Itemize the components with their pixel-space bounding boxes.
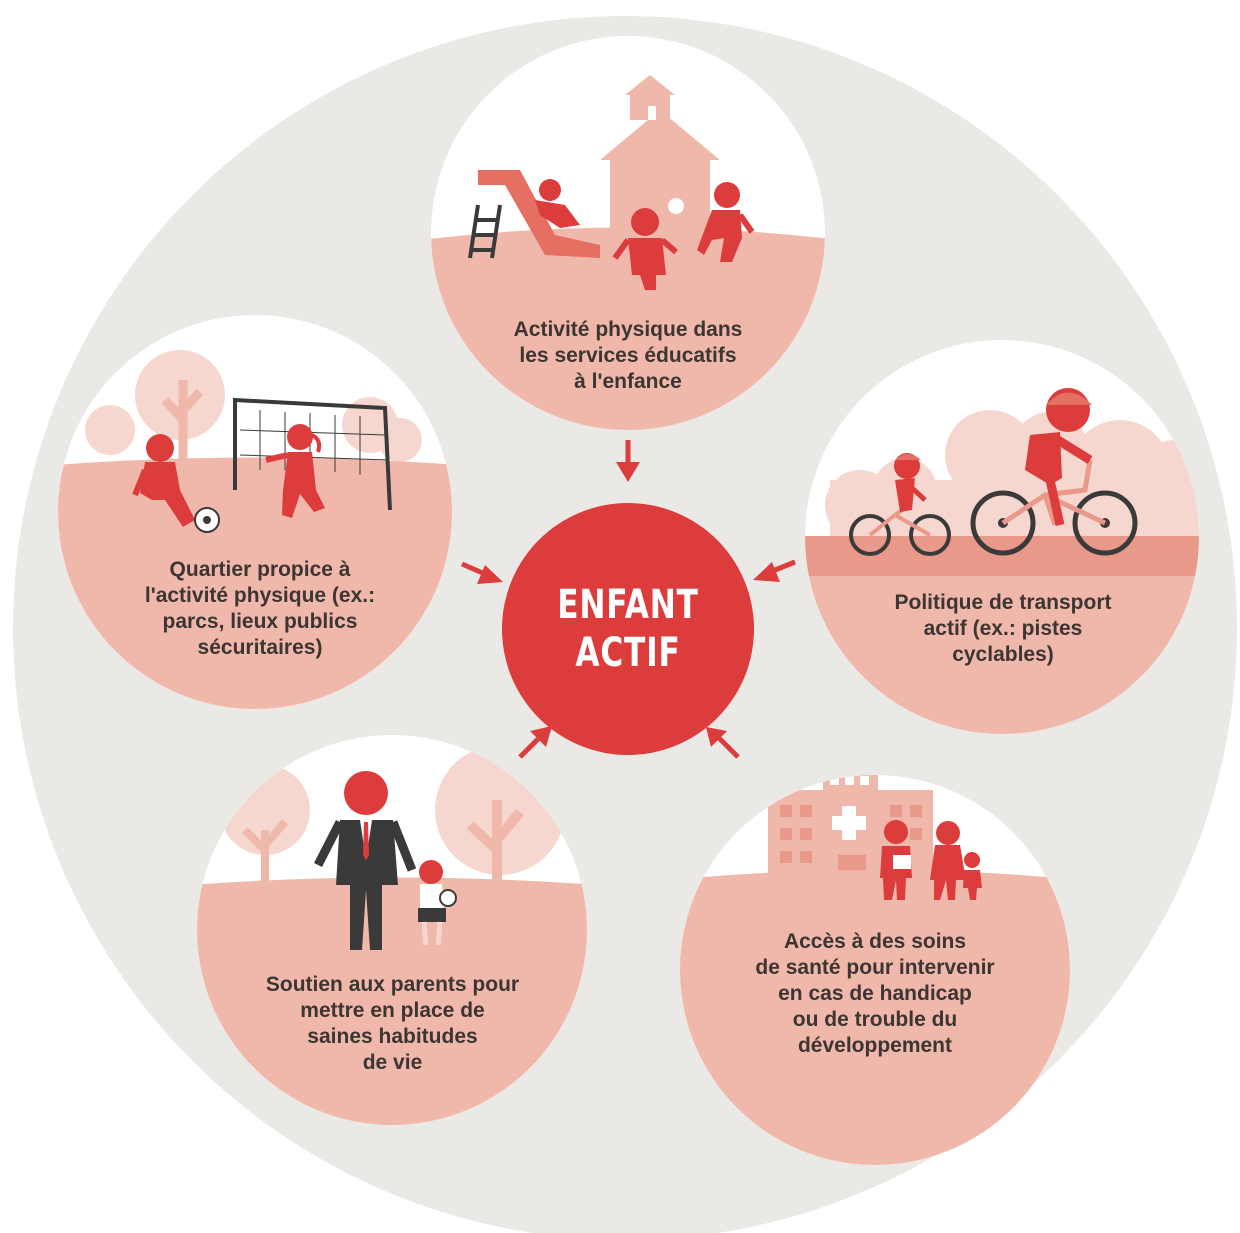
arrow-from-left — [461, 561, 503, 584]
label-line: l'activité physique (ex.: — [144, 584, 376, 607]
label-line: en cas de handicap — [778, 982, 972, 1005]
center-circle — [502, 503, 754, 755]
center-title-line-1: ENFANT — [557, 582, 699, 628]
arrow-from-right — [753, 559, 796, 582]
label-neighbourhood: Quartier propice à l'activité physique (… — [95, 557, 425, 661]
factor-circle-health-access — [680, 775, 1070, 1165]
family-figures-icon — [880, 820, 982, 900]
label-line: ou de trouble du — [792, 1008, 958, 1031]
arrow-from-bottom-left — [518, 726, 552, 759]
label-line: mettre en place de — [300, 999, 485, 1022]
arrow-from-top — [616, 440, 640, 482]
parent-child-icon — [313, 771, 457, 950]
children-soccer-icon — [132, 424, 325, 533]
ground — [431, 227, 825, 430]
label-transport-policy: Politique de transport actif (ex.: piste… — [843, 590, 1163, 668]
factor-circle-neighbourhood — [58, 315, 452, 709]
label-line: développement — [797, 1034, 953, 1057]
label-line: cyclables) — [952, 643, 1054, 666]
factor-circle-educational-services — [431, 36, 825, 430]
label-line: parcs, lieux publics — [162, 610, 358, 633]
label-line: Politique de transport — [894, 591, 1112, 614]
center-title-line-2: ACTIF — [575, 630, 681, 676]
label-line: les services éducatifs — [519, 344, 737, 367]
ground — [197, 877, 587, 1125]
ground — [58, 457, 452, 709]
adult-cyclist-icon — [970, 388, 1138, 556]
label-line: à l'enfance — [574, 370, 682, 393]
label-line: de vie — [362, 1051, 423, 1074]
label-line: actif (ex.: pistes — [923, 617, 1083, 640]
children-playing-icon — [535, 179, 755, 290]
label-educational-services: Activité physique dans les services éduc… — [468, 317, 788, 395]
label-health-access: Accès à des soins de santé pour interven… — [710, 929, 1040, 1059]
child-cyclist-icon — [849, 453, 951, 556]
center-title: ENFANT ACTIF — [530, 503, 727, 755]
road — [805, 536, 1199, 576]
park-tree-icon — [85, 350, 422, 470]
label-line: Accès à des soins — [783, 930, 967, 953]
label-parent-support: Soutien aux parents pour mettre en place… — [225, 972, 560, 1076]
arrow-from-bottom-right — [706, 727, 740, 759]
school-building-icon — [600, 75, 720, 233]
label-line: Quartier propice à — [169, 558, 351, 581]
slide-icon — [468, 170, 600, 259]
ground — [680, 870, 1070, 1165]
label-line: Activité physique dans — [513, 318, 743, 341]
label-line: de santé pour intervenir — [755, 956, 995, 979]
label-line: sécuritaires) — [197, 636, 323, 659]
label-line: Soutien aux parents pour — [265, 973, 520, 996]
label-line: saines habitudes — [307, 1025, 478, 1048]
arrows — [461, 440, 796, 759]
